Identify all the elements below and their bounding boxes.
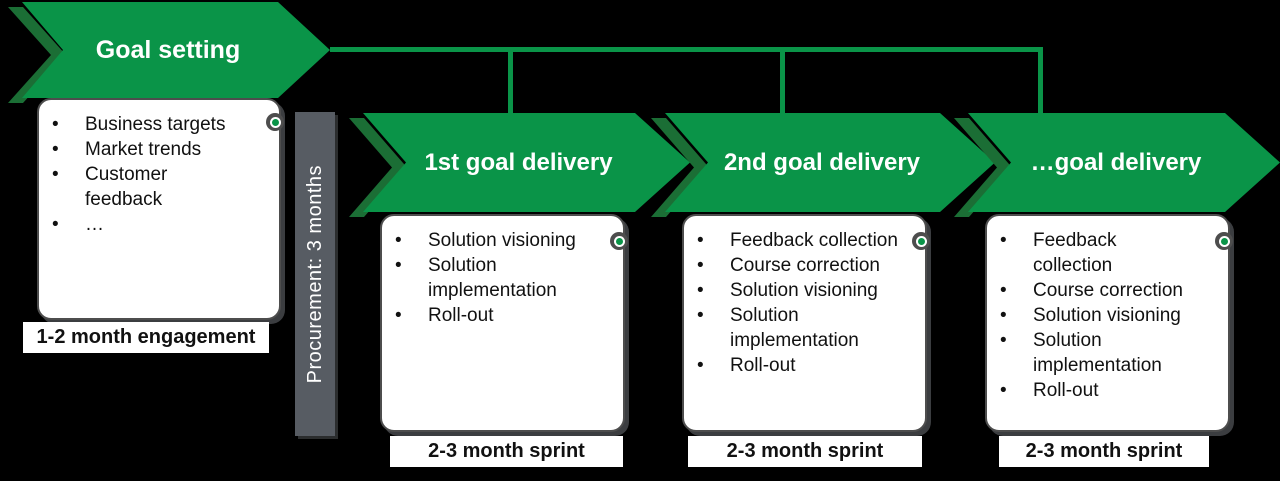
list-item: Market trends — [52, 137, 273, 162]
goal-setting-title: Goal setting — [95, 35, 241, 64]
second-delivery-arrow: 2nd goal delivery — [665, 113, 995, 212]
milestone-dot-icon — [266, 113, 284, 131]
engagement-duration-label: 1-2 month engagement — [23, 322, 269, 353]
sprint-duration-label: 2-3 month sprint — [688, 436, 922, 467]
procurement-label: Procurement: 3 months — [303, 164, 326, 384]
second-delivery-bullet-list: Feedback collection Course correction So… — [684, 216, 925, 378]
list-item: Solution visioning — [697, 278, 919, 303]
list-item: Roll-out — [395, 303, 617, 328]
goal-setting-bullet-list: Business targets Market trends Customer … — [39, 100, 279, 237]
milestone-dot-icon — [912, 232, 930, 250]
milestone-dot-icon — [610, 232, 628, 250]
first-delivery-arrow: 1st goal delivery — [363, 113, 690, 212]
list-item: … — [52, 212, 273, 237]
sprint-duration-label: 2-3 month sprint — [390, 436, 623, 467]
procurement-bar: Procurement: 3 months — [295, 112, 335, 436]
first-delivery-bullet-list: Solution visioning Solution implementati… — [382, 216, 623, 328]
list-item: Business targets — [52, 112, 273, 137]
nth-delivery-title: …goal delivery — [1030, 148, 1202, 176]
list-item: Course correction — [697, 253, 919, 278]
connector-horizontal-line — [330, 47, 1043, 52]
list-item: Feedback collection — [1000, 228, 1222, 278]
list-item: Solution visioning — [395, 228, 617, 253]
list-item: Solution implementation — [1000, 328, 1222, 378]
goal-setting-card: Business targets Market trends Customer … — [37, 98, 284, 320]
goal-setting-arrow: Goal setting — [22, 2, 330, 98]
list-item: Course correction — [1000, 278, 1222, 303]
list-item: Roll-out — [1000, 378, 1222, 403]
second-delivery-card: Feedback collection Course correction So… — [682, 214, 930, 432]
second-delivery-title: 2nd goal delivery — [723, 148, 921, 176]
list-item: Solution visioning — [1000, 303, 1222, 328]
nth-delivery-bullet-list: Feedback collection Course correction So… — [987, 216, 1228, 403]
list-item: Feedback collection — [697, 228, 919, 253]
nth-delivery-arrow: …goal delivery — [968, 113, 1280, 212]
nth-delivery-card: Feedback collection Course correction So… — [985, 214, 1233, 432]
connector-drop-line-1 — [508, 47, 513, 113]
first-delivery-card: Solution visioning Solution implementati… — [380, 214, 628, 432]
sprint-duration-label: 2-3 month sprint — [999, 436, 1209, 467]
list-item: Solution implementation — [395, 253, 617, 303]
list-item: Customer feedback — [52, 162, 273, 212]
first-delivery-title: 1st goal delivery — [424, 148, 613, 176]
connector-drop-line-3 — [1038, 47, 1043, 113]
list-item: Solution implementation — [697, 303, 919, 353]
list-item: Roll-out — [697, 353, 919, 378]
connector-drop-line-2 — [780, 47, 785, 113]
milestone-dot-icon — [1215, 232, 1233, 250]
